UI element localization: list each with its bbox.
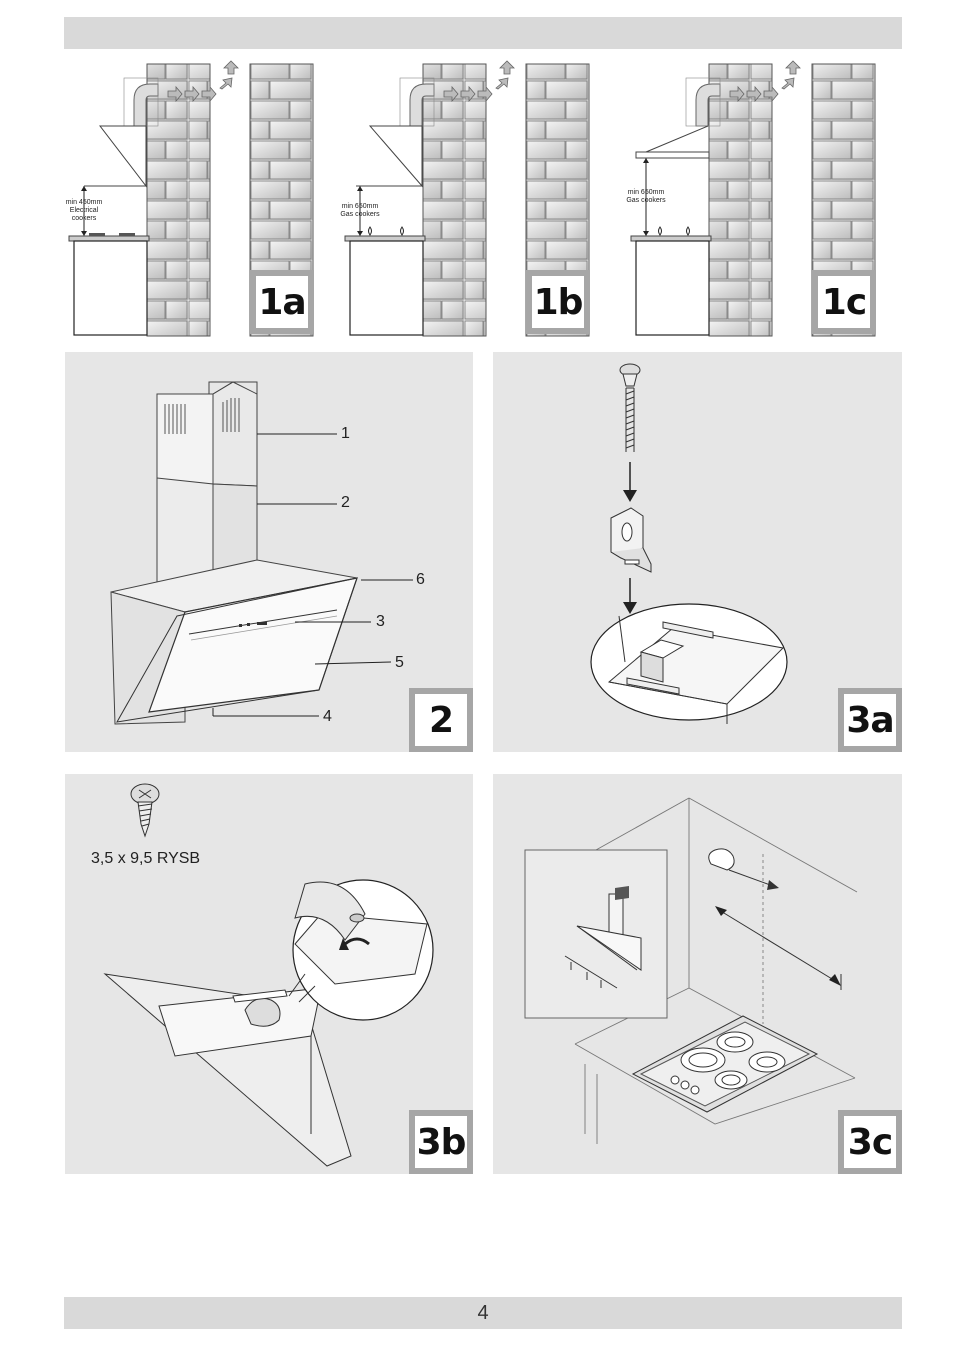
figure-3c: 3c [493,774,902,1174]
callout-number: 5 [395,654,404,671]
callout-number: 2 [341,494,350,511]
clearance-note: min 650mm Gas cookers [340,203,380,218]
figure-2: 1 2 6 3 5 4 2 [65,352,473,752]
figure-3b: 3,5 x 9,5 RYSB 3b [65,774,473,1174]
figure-1a: min 450mm Electrical cookers 1a [64,60,324,340]
figure-label-1a: 1a [250,270,314,334]
figure-label-1b: 1b [526,270,590,334]
figure-label-3c: 3c [838,1110,902,1174]
figure-label-1c: 1c [812,270,876,334]
callout-number: 1 [341,425,350,442]
callout-number: 4 [323,708,332,725]
clearance-note: min 450mm Electrical cookers [65,199,103,222]
callout-number: 6 [416,571,425,588]
figure-1c: min 650mm Gas cookers 1c [626,60,886,340]
figure-3a: 3a [493,352,902,752]
callout-number: 3 [376,613,385,630]
figure-label-2: 2 [409,688,473,752]
figure-1b: min 650mm Gas cookers 1b [340,60,600,340]
clearance-note: min 650mm Gas cookers [626,189,666,204]
footer-bar: 4 [64,1297,902,1329]
screw-spec-label: 3,5 x 9,5 RYSB [91,850,201,867]
figure-label-3a: 3a [838,688,902,752]
page-number: 4 [477,1301,489,1324]
figure-label-3b: 3b [409,1110,473,1174]
header-bar [64,17,902,49]
